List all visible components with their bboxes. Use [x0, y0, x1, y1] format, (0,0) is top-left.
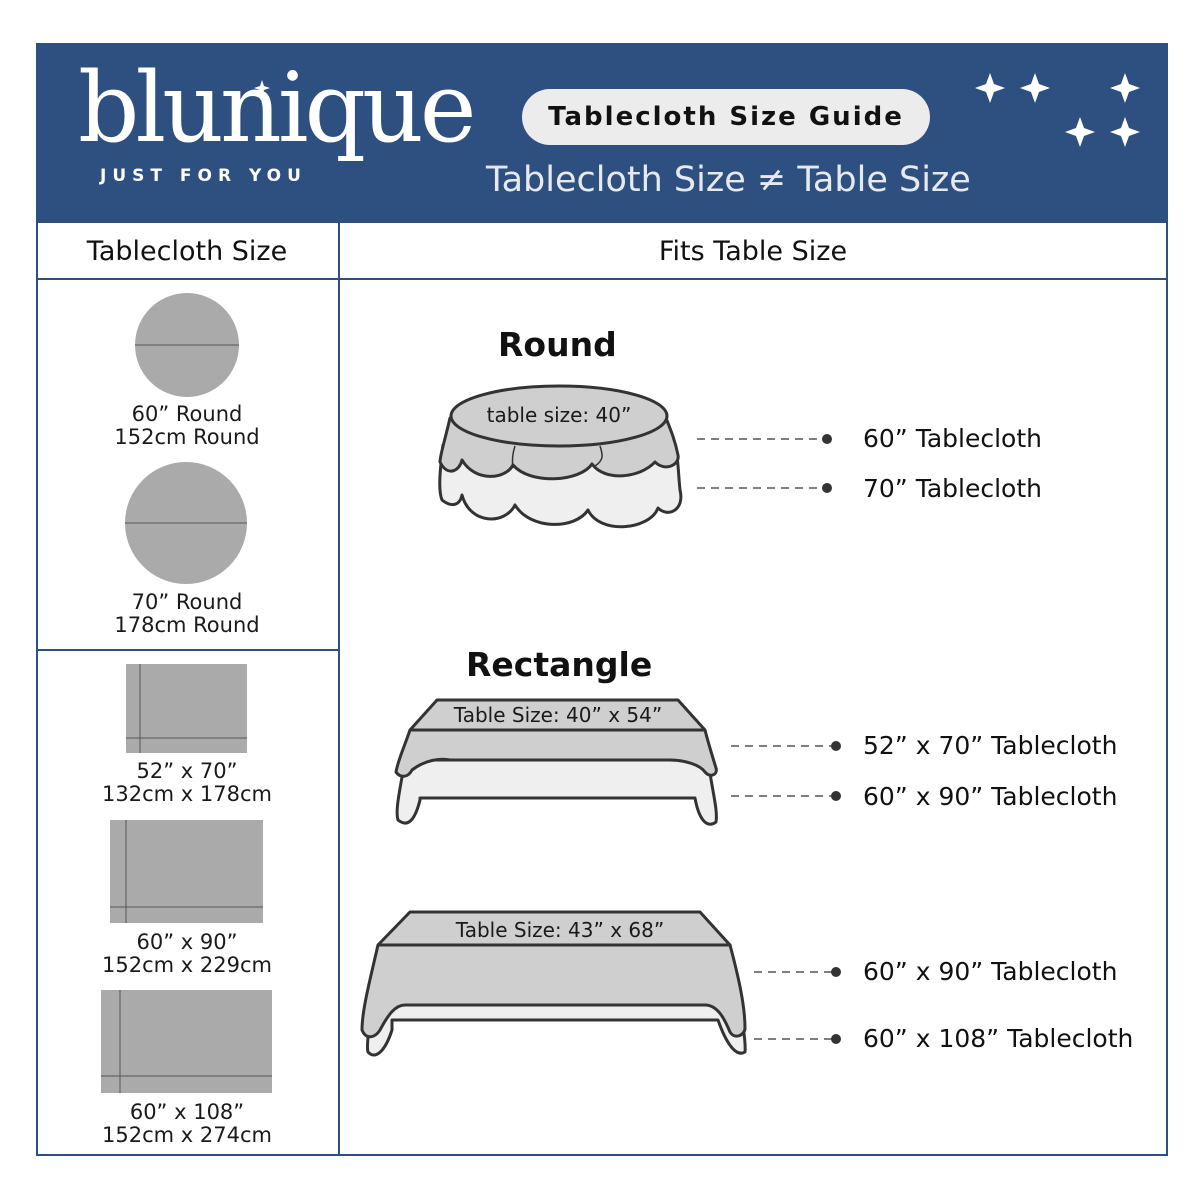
rect-table-1-size: Table Size: 40” x 54”: [453, 703, 663, 727]
rectangle-section-title: Rectangle: [466, 645, 653, 684]
round-70-swatch: [125, 462, 247, 584]
size-label-cm: 152cm x 274cm: [102, 1123, 272, 1147]
size-label-70-round: 70” Round 178cm Round: [36, 591, 338, 637]
sparkle-icons: [254, 73, 1140, 147]
size-label-inches: 60” x 108”: [129, 1100, 245, 1124]
header-subtitle: Tablecloth Size ≠ Table Size: [486, 160, 971, 200]
size-label-inches: 70” Round: [131, 590, 243, 614]
sparkle-icon: [254, 80, 270, 96]
round-section-title: Round: [498, 325, 617, 364]
size-label-60-round: 60” Round 152cm Round: [36, 403, 338, 449]
round-table-illustration: [438, 384, 683, 529]
sparkle-icon: [1110, 73, 1140, 103]
sparkle-icon: [975, 73, 1005, 103]
rect-60x108-swatch: [101, 990, 272, 1093]
rect-52x70-swatch: [126, 664, 247, 753]
leader-dots: [822, 434, 841, 1044]
outer-frame: [36, 43, 1168, 1156]
rect-table-2-illustration: [360, 910, 747, 1057]
brand-logo: blunique: [78, 52, 477, 164]
size-label-cm: 178cm Round: [114, 613, 260, 637]
rect-1-fit-label-1: 52” x 70” Tablecloth: [863, 731, 1118, 760]
rect-table-1-illustration: [394, 698, 718, 826]
size-label-cm: 132cm x 178cm: [102, 782, 272, 806]
rect-table-2-size: Table Size: 43” x 68”: [455, 918, 665, 942]
column-divider: [338, 223, 340, 1156]
size-label-60x90: 60” x 90” 152cm x 229cm: [36, 931, 338, 977]
brand-tagline: JUST FOR YOU: [100, 166, 307, 186]
sparkle-icon: [1065, 117, 1095, 147]
sparkle-icon: [1110, 117, 1140, 147]
size-label-inches: 52” x 70”: [136, 759, 238, 783]
size-label-52x70: 52” x 70” 132cm x 178cm: [36, 760, 338, 806]
size-label-inches: 60” x 90”: [136, 930, 238, 954]
round-60-swatch: [135, 293, 239, 397]
rect-60x90-swatch: [110, 820, 263, 923]
round-table-size: table size: 40”: [486, 403, 632, 427]
column-header-tablecloth-size: Tablecloth Size: [86, 235, 288, 267]
rect-2-fit-label-1: 60” x 90” Tablecloth: [863, 957, 1118, 986]
size-label-cm: 152cm Round: [114, 425, 260, 449]
size-label-cm: 152cm x 229cm: [102, 953, 272, 977]
leader-lines: [697, 438, 832, 1040]
column-header-fits-table-size: Fits Table Size: [658, 235, 848, 267]
sparkle-icon: [1020, 73, 1050, 103]
size-label-60x108: 60” x 108” 152cm x 274cm: [36, 1101, 338, 1147]
rect-2-fit-label-2: 60” x 108” Tablecloth: [863, 1024, 1134, 1053]
guide-title-pill: Tablecloth Size Guide: [522, 89, 930, 145]
rect-1-fit-label-2: 60” x 90” Tablecloth: [863, 782, 1118, 811]
round-fit-label-2: 70” Tablecloth: [863, 474, 1042, 503]
column-header-divider: [36, 278, 1168, 280]
round-rect-divider: [36, 649, 339, 651]
round-fit-label-1: 60” Tablecloth: [863, 424, 1042, 453]
size-label-inches: 60” Round: [131, 402, 243, 426]
